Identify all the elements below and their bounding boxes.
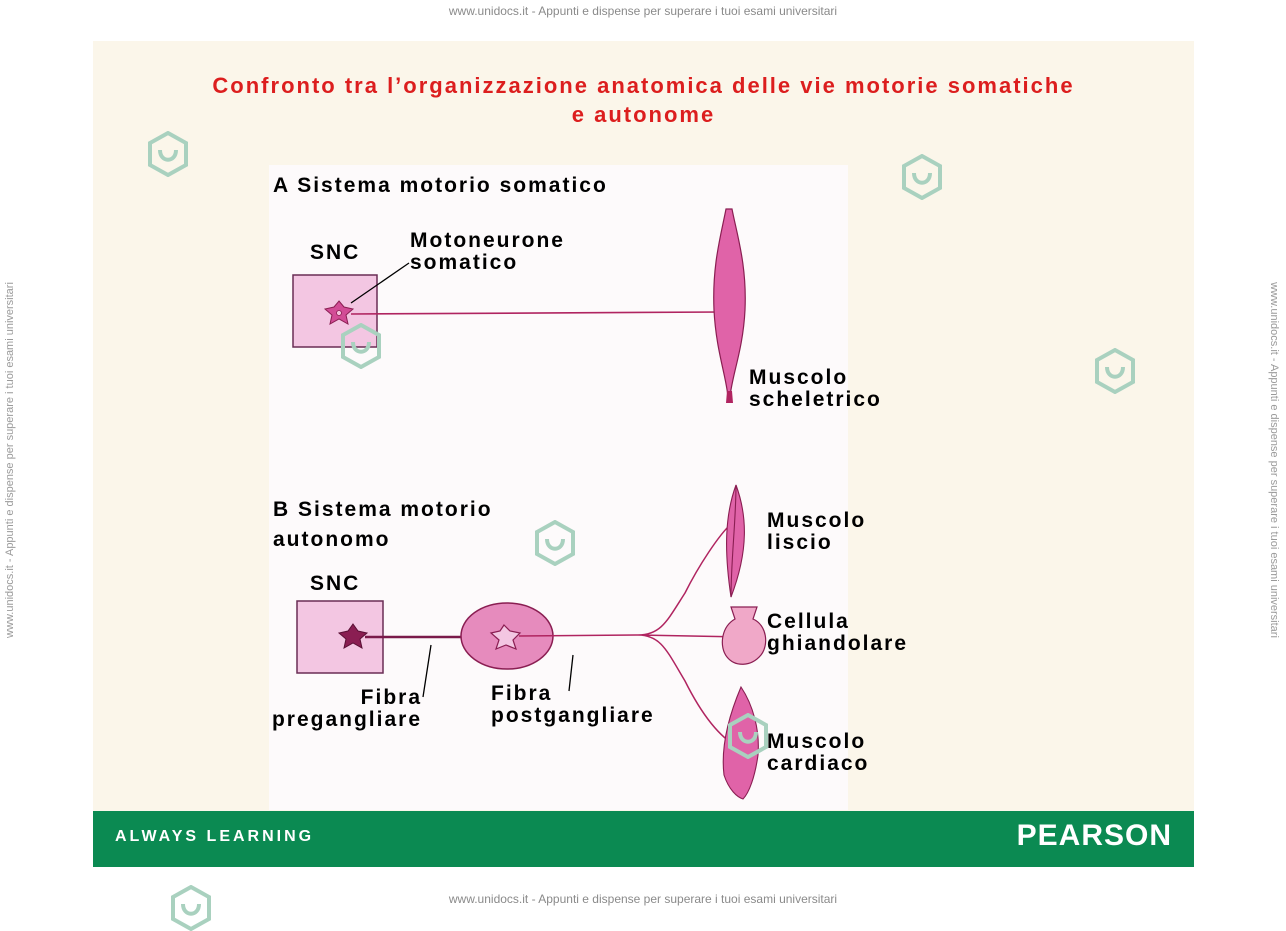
somatic-motor-axon bbox=[350, 311, 724, 315]
unidocs-logo-icon bbox=[902, 154, 942, 200]
diagram-figure: A Sistema motorio somatico SNC Motoneuro… bbox=[269, 165, 906, 810]
preganglionic-pointer bbox=[422, 644, 432, 698]
watermark-top: www.unidocs.it - Appunti e dispense per … bbox=[448, 4, 838, 18]
slide-title-line2: e autonome bbox=[571, 102, 716, 127]
preganglionic-fiber-label-line1: Fibra bbox=[360, 686, 422, 709]
panel-a-cns-label: SNC bbox=[310, 241, 361, 264]
gland-cell bbox=[721, 606, 767, 665]
somatic-neuron-nucleus bbox=[336, 310, 342, 316]
skeletal-muscle-label-line2: scheletrico bbox=[749, 388, 882, 411]
brand-logo: PEARSON bbox=[1016, 819, 1172, 852]
unidocs-logo-icon bbox=[148, 131, 188, 177]
skeletal-muscle-tendon bbox=[726, 391, 733, 403]
somatic-neuron-pointer bbox=[350, 262, 410, 304]
preganglionic-fiber-label-line2: pregangliare bbox=[271, 708, 422, 731]
smooth-muscle-label-line1: Muscolo bbox=[767, 509, 867, 532]
footer-bar: ALWAYS LEARNING PEARSON bbox=[93, 811, 1194, 867]
skeletal-muscle bbox=[713, 208, 746, 398]
skeletal-muscle-label: Muscolo scheletrico bbox=[749, 367, 882, 411]
panel-b-heading-line2: autonomo bbox=[273, 528, 391, 551]
unidocs-logo-icon bbox=[535, 520, 575, 566]
panel-a-heading: A Sistema motorio somatico bbox=[273, 174, 608, 197]
smooth-muscle-fill bbox=[730, 484, 745, 598]
unidocs-logo-icon bbox=[728, 713, 768, 759]
unidocs-logo-icon bbox=[341, 323, 381, 369]
somatic-motor-neuron-label-line2: somatico bbox=[410, 251, 519, 274]
panel-b-heading: B Sistema motorio autonomo bbox=[273, 495, 493, 555]
gland-cell-label: Cellula ghiandolare bbox=[767, 611, 908, 655]
cardiac-muscle-label-line2: cardiaco bbox=[767, 752, 870, 775]
preganglionic-fiber-label: Fibra pregangliare bbox=[247, 687, 422, 731]
smooth-muscle-label-line2: liscio bbox=[767, 531, 833, 554]
skeletal-muscle-label-line1: Muscolo bbox=[749, 366, 849, 389]
somatic-motor-neuron-label: Motoneurone somatico bbox=[410, 230, 565, 274]
gland-cell-label-line1: Cellula bbox=[767, 610, 850, 633]
footer-tagline: ALWAYS LEARNING bbox=[115, 828, 315, 845]
ganglion-neuron-body bbox=[489, 624, 522, 651]
gland-cell-label-line2: ghiandolare bbox=[767, 632, 909, 655]
slide: Confronto tra l’organizzazione anatomica… bbox=[93, 41, 1194, 867]
unidocs-logo-icon bbox=[171, 885, 211, 931]
somatic-motor-neuron-label-line1: Motoneurone bbox=[410, 229, 565, 252]
panel-b-cns-label: SNC bbox=[310, 572, 361, 595]
cardiac-muscle-label: Muscolo cardiaco bbox=[767, 731, 869, 775]
postganglionic-fiber-label-line2: postgangliare bbox=[491, 704, 655, 727]
unidocs-logo-icon bbox=[1095, 348, 1135, 394]
postganglionic-pointer bbox=[568, 654, 574, 692]
panel-b-heading-line1: B Sistema motorio bbox=[273, 498, 493, 521]
diagram-svg bbox=[292, 208, 767, 800]
preganglionic-neuron-body bbox=[337, 623, 369, 649]
smooth-muscle-label: Muscolo liscio bbox=[767, 510, 866, 554]
watermark-bottom: www.unidocs.it - Appunti e dispense per … bbox=[448, 892, 838, 906]
watermark-side-right: www.unidocs.it - Appunti e dispense per … bbox=[1268, 282, 1280, 638]
cardiac-muscle-label-line1: Muscolo bbox=[767, 730, 867, 753]
slide-title: Confronto tra l’organizzazione anatomica… bbox=[93, 71, 1194, 129]
postganglionic-fiber-label-line1: Fibra bbox=[491, 682, 553, 705]
slide-title-line1: Confronto tra l’organizzazione anatomica… bbox=[212, 73, 1075, 98]
watermark-side-left: www.unidocs.it - Appunti e dispense per … bbox=[4, 282, 16, 638]
postganglionic-fiber-label: Fibra postgangliare bbox=[491, 683, 655, 727]
